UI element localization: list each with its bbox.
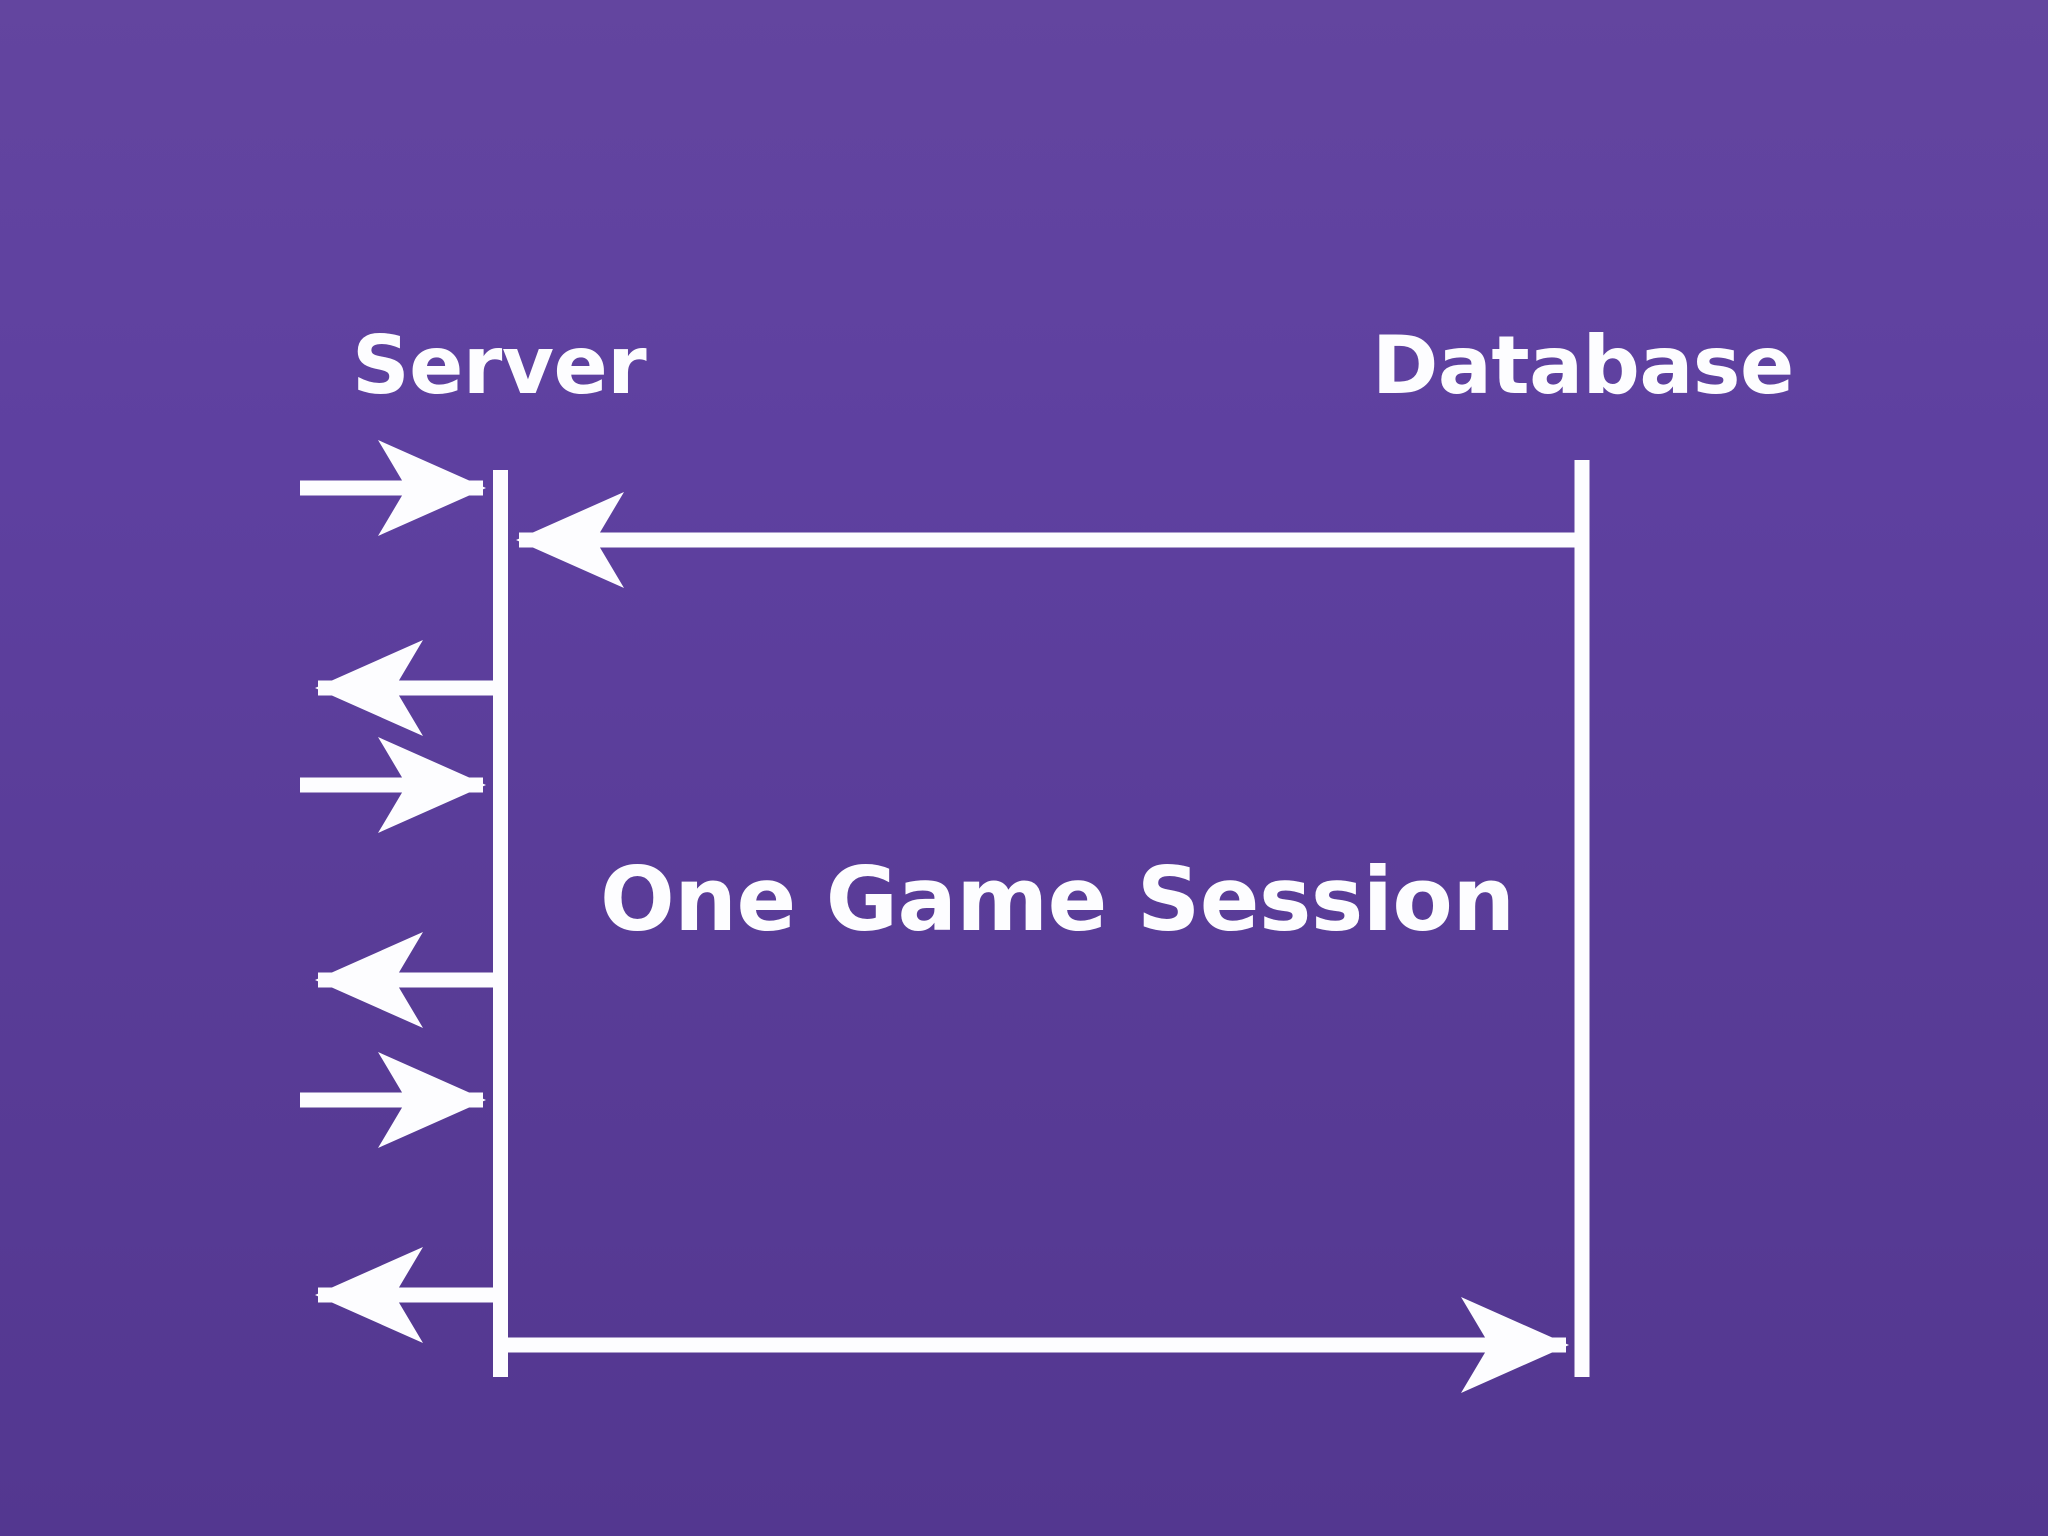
participant-label-server: Server xyxy=(352,319,647,412)
lifelines xyxy=(493,460,1590,1377)
participant-label-database: Database xyxy=(1372,319,1794,412)
messages xyxy=(300,439,1578,1393)
session-label: One Game Session xyxy=(600,848,1515,951)
